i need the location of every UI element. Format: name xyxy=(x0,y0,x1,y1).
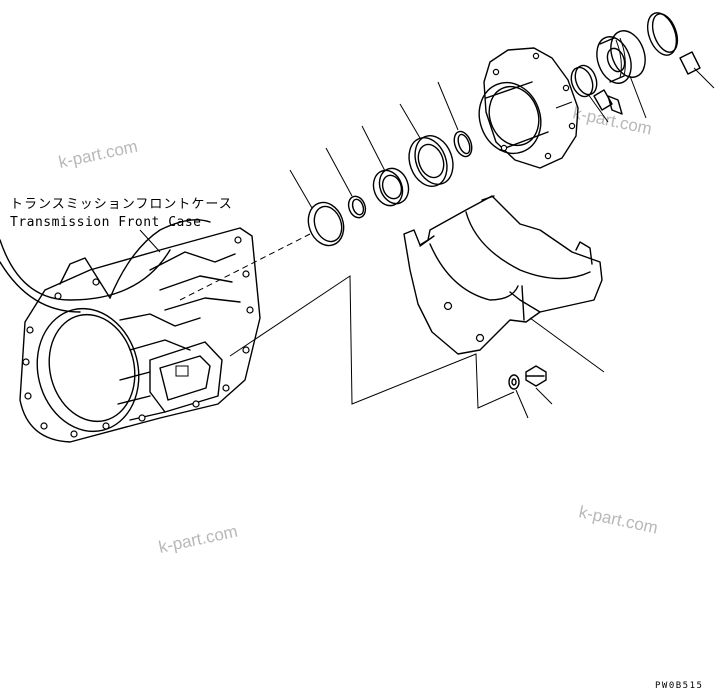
watermark-3: k-part.com xyxy=(157,522,239,557)
bearing-housing xyxy=(403,195,605,373)
transmission-front-case xyxy=(0,219,311,443)
watermark-2: k-part.com xyxy=(571,103,653,138)
assembly-guide-line xyxy=(229,275,515,409)
ring-small-right xyxy=(570,64,613,123)
case-label-japanese: トランスミッションフロントケース xyxy=(10,197,233,212)
needle-bearing xyxy=(361,125,410,207)
bolt-and-washer xyxy=(508,365,553,419)
case-label-leader xyxy=(139,229,161,253)
bearing-cover xyxy=(478,47,579,169)
case-label-english: Transmission Front Case xyxy=(10,215,202,230)
oil-seal xyxy=(399,103,454,187)
drawing-code: PW0B515 xyxy=(655,681,703,691)
watermark-1: k-part.com xyxy=(57,137,139,172)
snap-ring-cover xyxy=(437,81,473,158)
watermark-4: k-part.com xyxy=(577,502,659,537)
piston xyxy=(596,30,647,119)
snap-ring-small xyxy=(325,147,367,219)
snap-ring-large xyxy=(289,169,345,247)
o-ring xyxy=(646,12,715,89)
